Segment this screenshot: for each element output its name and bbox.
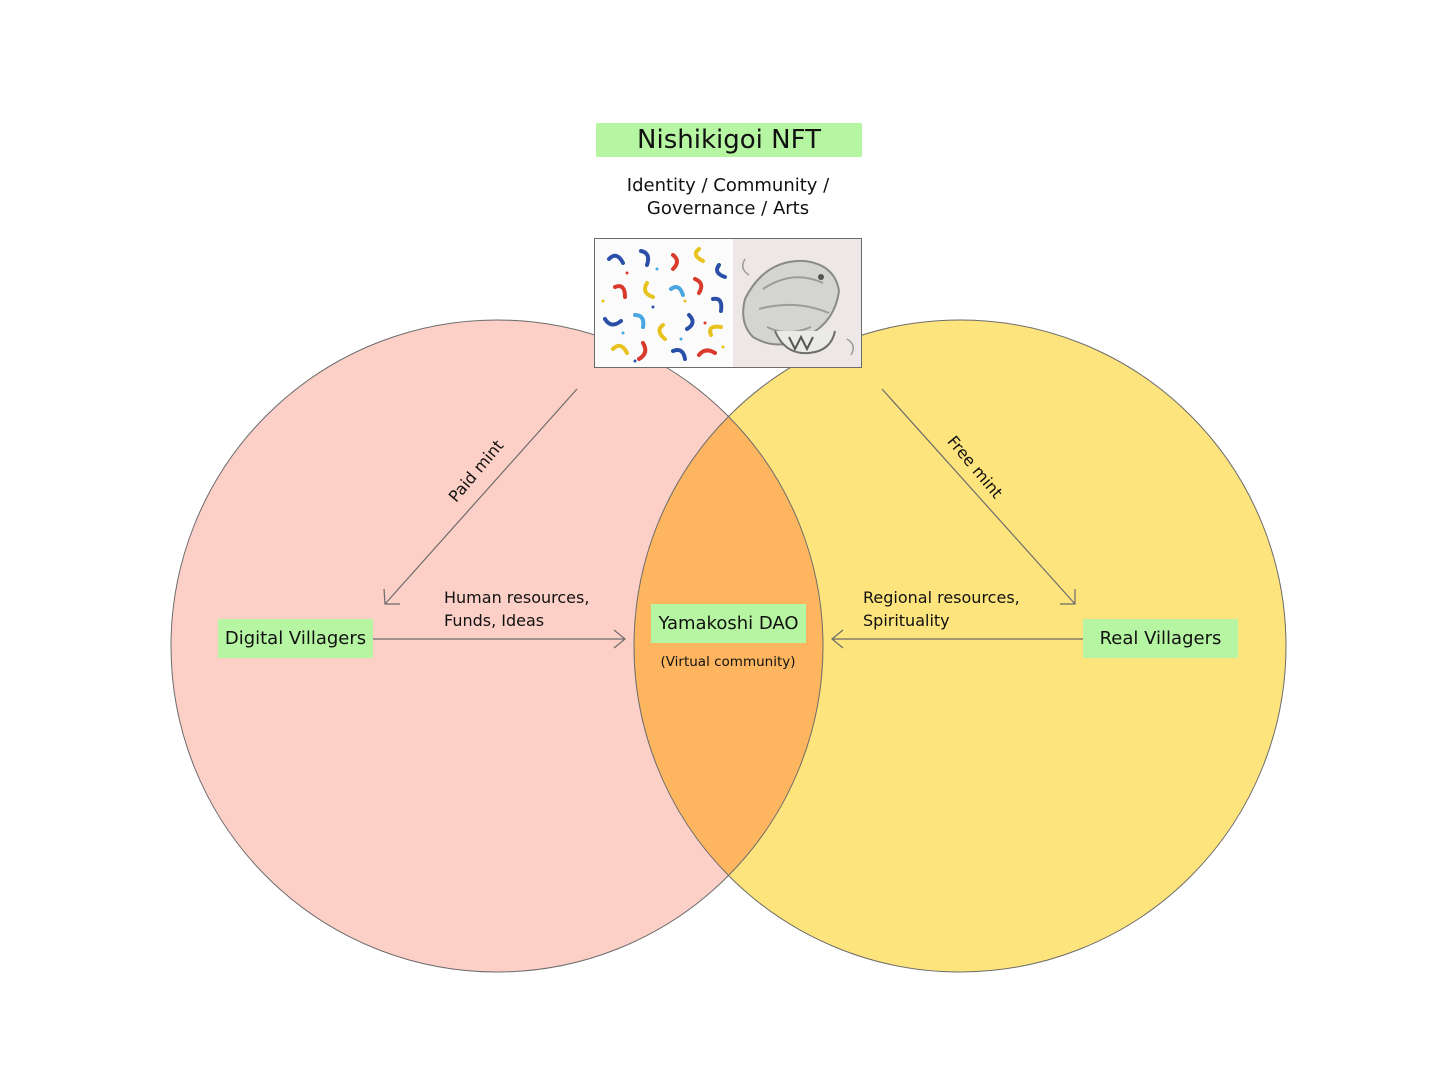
real-to-dao-arrow: [831, 629, 1083, 649]
koi-speckles: [601, 267, 725, 363]
digital-villagers-circle: [171, 320, 823, 972]
digital-to-dao-label: Human resources, Funds, Ideas: [444, 588, 590, 630]
diagram-subtitle: Identity / Community / Governance / Arts: [626, 175, 830, 219]
real-to-dao-label: Regional resources, Spirituality: [863, 588, 1020, 630]
paid-mint-arrow: [383, 388, 578, 605]
digital-villagers-circle-outline: [170, 319, 824, 973]
yamakoshi-dao-node: Yamakoshi DAO: [651, 604, 806, 643]
koi-sketch-illustration: [742, 258, 854, 356]
real-villagers-circle: [634, 320, 1286, 972]
real-villagers-circle-outline: [633, 319, 1287, 973]
digital-villagers-node: Digital Villagers: [218, 619, 373, 658]
digital-to-dao-arrow: [373, 629, 626, 649]
dao-subtitle: (Virtual community): [660, 654, 796, 670]
koi-pattern-illustration: [603, 247, 727, 361]
diagram-title: Nishikigoi NFT: [596, 123, 862, 157]
free-mint-arrow: [881, 388, 1076, 605]
real-villagers-node: Real Villagers: [1083, 619, 1238, 658]
nft-artwork-image: [594, 238, 862, 368]
